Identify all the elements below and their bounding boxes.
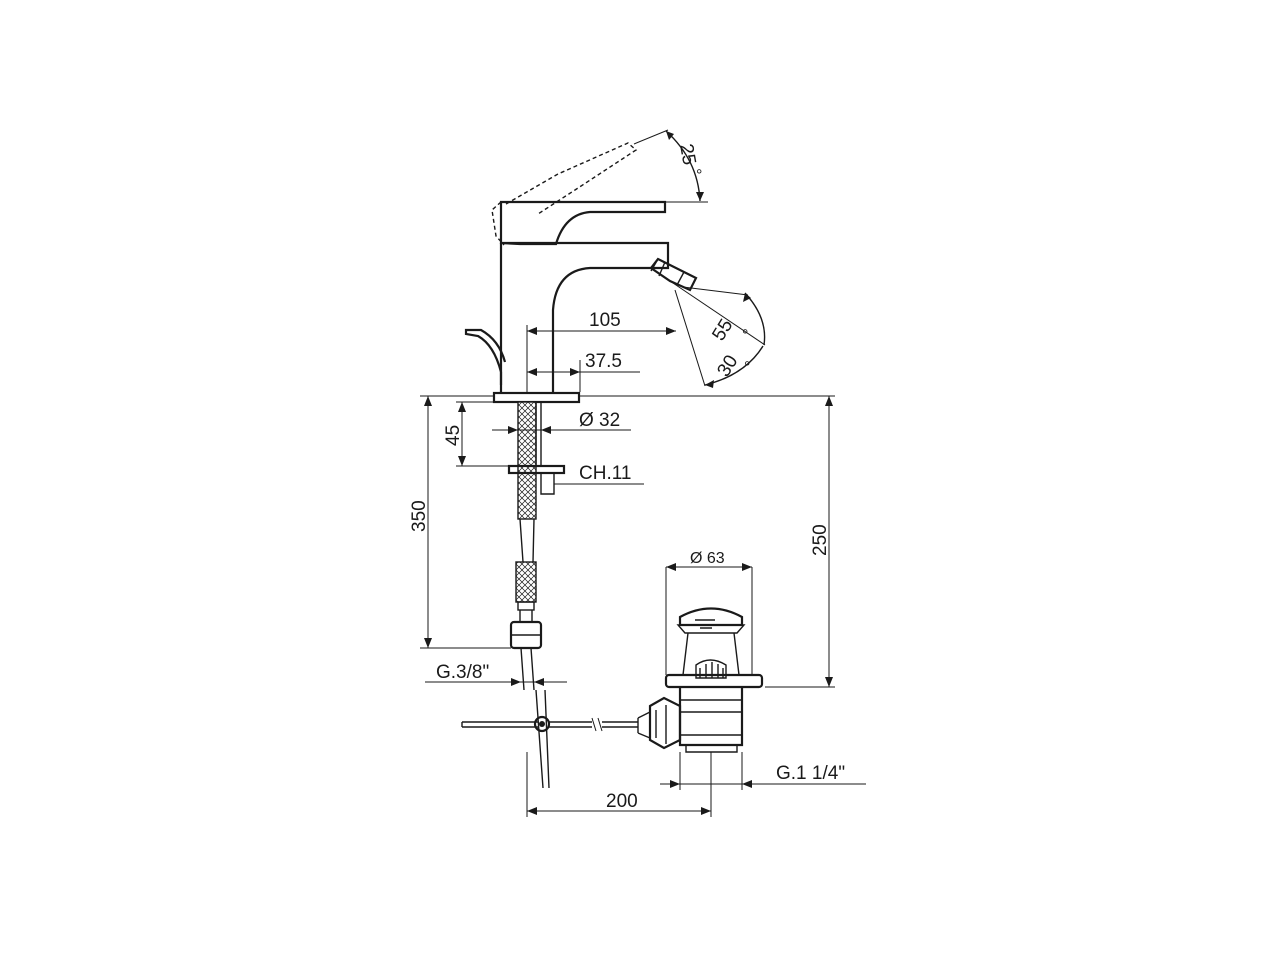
spray-angle-degree-b: °	[744, 359, 750, 376]
waste-diameter-label: Ø 63	[690, 550, 725, 567]
spray-angle-lines	[669, 280, 766, 388]
overall-height-label: 250	[810, 524, 831, 556]
shank-diameter-dimension	[492, 426, 631, 434]
spout-reach-dimension	[526, 325, 676, 392]
mixer-lever	[491, 142, 667, 246]
nut-size-label: CH.11	[579, 463, 631, 484]
rod-distance-dimension	[526, 752, 712, 817]
spout-reach-label: 105	[589, 310, 621, 331]
popup-rod	[461, 689, 638, 789]
lever-angle-degree: °	[696, 167, 702, 184]
popup-waste	[637, 607, 764, 753]
waste-diameter-dimension	[665, 563, 753, 675]
popup-lever	[464, 328, 507, 385]
hose-length-label: 350	[409, 500, 430, 532]
spray-nozzle	[649, 257, 698, 292]
spout-offset-label: 37.5	[585, 351, 622, 372]
threaded-shank	[517, 401, 555, 520]
lever-angle-label: 25	[675, 142, 699, 166]
rod-distance-label: 200	[606, 791, 638, 812]
spray-angle-degree-a: °	[742, 327, 748, 344]
lever-angle-dimension	[633, 129, 708, 203]
inlet-thread-label: G.3/8"	[436, 662, 489, 683]
inlet-thread-dimension	[425, 678, 567, 686]
shank-length-dimension	[456, 401, 509, 467]
spray-angle-a-label: 55	[708, 316, 737, 345]
fixing-nut	[507, 464, 566, 475]
waste-thread-label: G.1 1/4"	[776, 763, 845, 784]
spray-angle-b-label: 30	[713, 352, 742, 381]
waste-thread-dimension	[660, 752, 866, 790]
mixer-body	[492, 241, 670, 404]
hose-length-dimension	[420, 395, 511, 649]
shank-diameter-label: Ø 32	[579, 410, 620, 431]
overall-height-dimension	[579, 395, 835, 688]
flexible-hose	[509, 518, 543, 691]
shank-length-label: 45	[443, 425, 464, 446]
spout-offset-dimension	[527, 360, 640, 392]
